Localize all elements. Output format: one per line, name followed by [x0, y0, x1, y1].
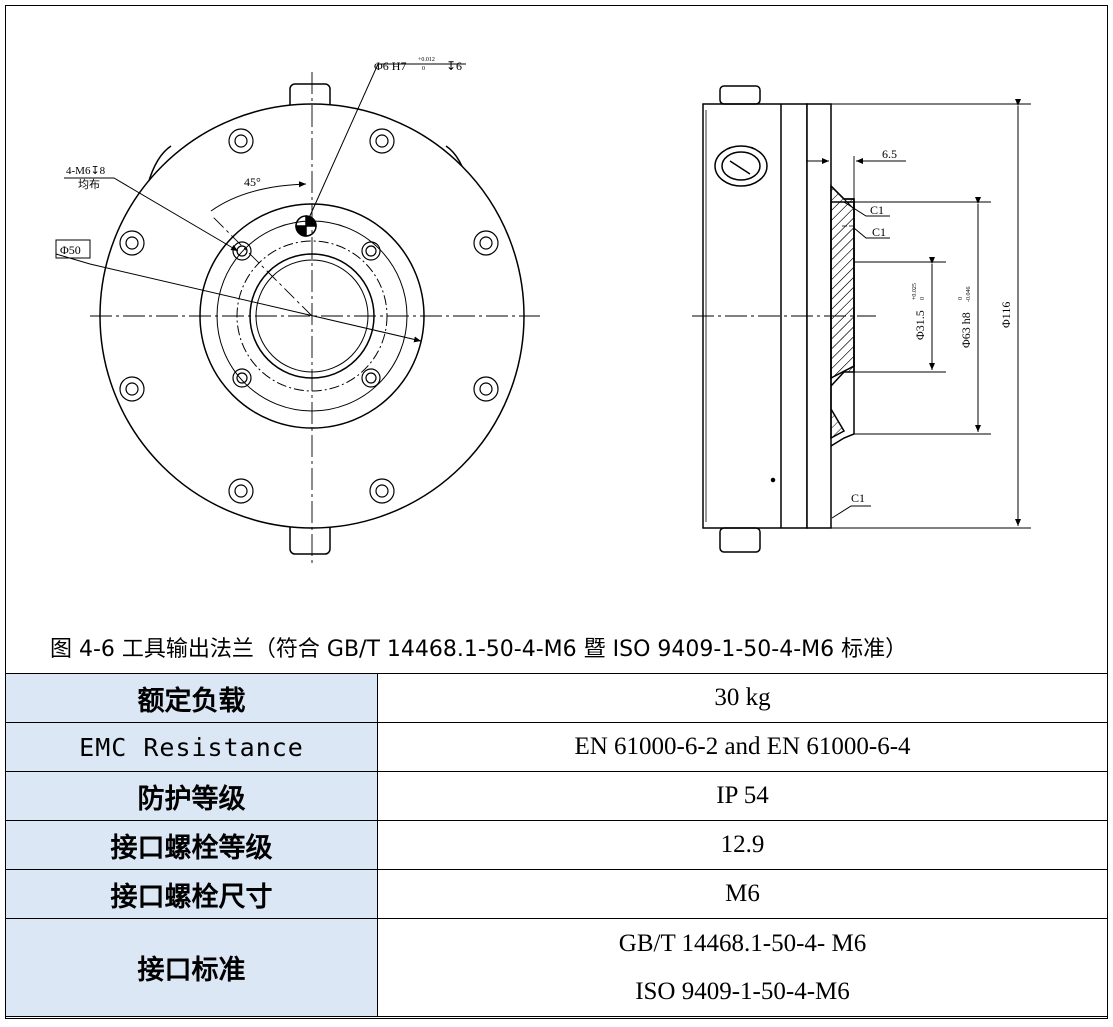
bore-tol-upper: +0.025 [912, 283, 918, 300]
thread-note: 均布 [78, 178, 100, 191]
hole-callout: Φ6 H7 [374, 59, 406, 73]
row-label: 防护等级 [5, 771, 378, 821]
table-row: 接口标准 GB/T 14468.1-50-4- M6 ISO 9409-1-50… [5, 918, 1108, 1017]
figure-caption: 图 4-6 工具输出法兰（符合 GB/T 14468.1-50-4-M6 暨 I… [50, 637, 908, 662]
hole-depth: ↧6 [446, 59, 462, 73]
table-row: 接口螺栓等级 12.9 [5, 820, 1108, 870]
table-row: 接口螺栓尺寸 M6 [5, 869, 1108, 919]
row-value: IP 54 [377, 771, 1108, 821]
hole-tol-upper: +0.012 [418, 57, 435, 63]
spigot-tol-lower: -0.046 [966, 287, 972, 303]
table-row: EMC Resistance EN 61000-6-2 and EN 61000… [5, 722, 1108, 772]
chamfer-label-1: C1 [870, 203, 884, 217]
bore-dim: Φ31.5 [913, 310, 927, 340]
front-view [55, 63, 540, 566]
chamfer-label-3: C1 [851, 491, 865, 505]
bore-tol-lower: 0 [920, 297, 926, 300]
outer-dim: Φ116 [999, 302, 1013, 328]
row-value-line: ISO 9409-1-50-4-M6 [635, 977, 850, 1005]
table-row: 防护等级 IP 54 [5, 771, 1108, 821]
row-label: 接口螺栓等级 [5, 820, 378, 870]
row-label: 接口螺栓尺寸 [5, 869, 378, 919]
outer-bolt-holes [119, 128, 499, 504]
row-value: 12.9 [377, 820, 1108, 870]
chamfer-label-2: C1 [872, 225, 886, 239]
spigot-tol-upper: 0 [958, 297, 964, 300]
dim-6-5: 6.5 [882, 147, 897, 161]
pcd-label: Φ50 [60, 243, 81, 257]
front-view-labels: Φ6 H7 +0.012 0 ↧6 4-M6↧8 均布 45° Φ50 [55, 57, 462, 259]
row-label: 额定负载 [5, 673, 378, 723]
row-value: 30 kg [377, 673, 1108, 723]
row-value-line: GB/T 14468.1-50-4- M6 [618, 929, 867, 957]
row-label: 接口标准 [5, 918, 378, 1017]
spec-table: 额定负载 30 kg EMC Resistance EN 61000-6-2 a… [5, 673, 1108, 1017]
side-view [692, 85, 1031, 553]
technical-drawing: Φ6 H7 +0.012 0 ↧6 4-M6↧8 均布 45° Φ50 [55, 57, 1031, 566]
table-row: 额定负载 30 kg [5, 673, 1108, 723]
angle-label: 45° [244, 175, 261, 189]
row-value: M6 [377, 869, 1108, 919]
row-value: GB/T 14468.1-50-4- M6 ISO 9409-1-50-4-M6 [377, 918, 1108, 1017]
spigot-dim: Φ63 h8 [959, 312, 973, 348]
row-label: EMC Resistance [5, 722, 378, 772]
thread-holes [232, 241, 381, 388]
hole-tol-lower: 0 [422, 66, 425, 72]
page-frame [5, 5, 1108, 1019]
side-view-labels: 6.5 C1 C1 C1 Φ31.5 +0.025 0 Φ63 h8 0 -0.… [851, 147, 1013, 505]
row-value: EN 61000-6-2 and EN 61000-6-4 [377, 722, 1108, 772]
thread-callout: 4-M6↧8 [66, 165, 106, 177]
